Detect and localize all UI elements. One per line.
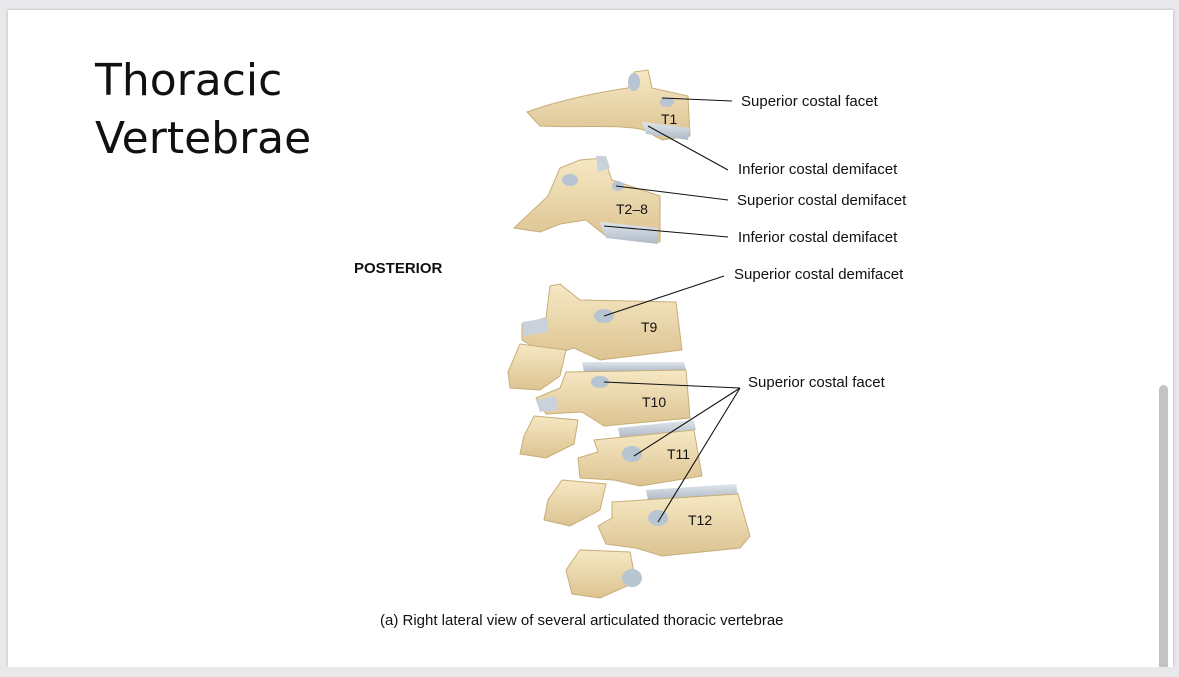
- label-t10: T10: [642, 394, 667, 410]
- callout-t9-superior-costal-demifacet: Superior costal demifacet: [734, 266, 904, 283]
- label-t1: T1: [661, 111, 678, 127]
- posterior-label: POSTERIOR: [354, 260, 443, 277]
- vertebra-t1: [526, 69, 691, 141]
- label-t9: T9: [641, 319, 658, 335]
- callout-t1-superior-costal-facet: Superior costal facet: [741, 93, 878, 110]
- callout-t2-inferior-costal-demifacet: Inferior costal demifacet: [738, 229, 898, 246]
- leader-t2-superior: [615, 185, 729, 201]
- bottom-gutter: [0, 667, 1179, 677]
- leader-t1-superior: [661, 97, 733, 102]
- vertical-scrollbar[interactable]: [1159, 385, 1168, 677]
- label-t12: T12: [688, 512, 713, 528]
- figure-caption: (a) Right lateral view of several articu…: [380, 612, 784, 629]
- title-line-2: Vertebrae: [95, 113, 312, 164]
- label-t2-8: T2–8: [616, 201, 648, 217]
- callout-t1-inferior-costal-demifacet: Inferior costal demifacet: [738, 161, 898, 178]
- leader-t11-superior: [633, 387, 741, 457]
- leader-lines: [603, 97, 741, 523]
- callout-t2-superior-costal-demifacet: Superior costal demifacet: [737, 192, 907, 209]
- slide-title: Thoracic Vertebrae: [95, 52, 311, 168]
- label-t11: T11: [667, 446, 691, 462]
- title-line-1: Thoracic: [95, 55, 283, 106]
- vertebra-t12: [565, 484, 751, 599]
- leader-t12-superior: [657, 387, 741, 523]
- vertebra-t11: [543, 420, 703, 527]
- leader-t2-inferior: [603, 225, 729, 238]
- leader-t9-superior: [603, 275, 725, 317]
- leader-t1-inferior: [647, 125, 729, 171]
- leader-t10-superior: [603, 381, 741, 389]
- callout-t10-12-superior-costal-facet: Superior costal facet: [748, 374, 885, 391]
- vertebra-t2-8: [512, 156, 661, 244]
